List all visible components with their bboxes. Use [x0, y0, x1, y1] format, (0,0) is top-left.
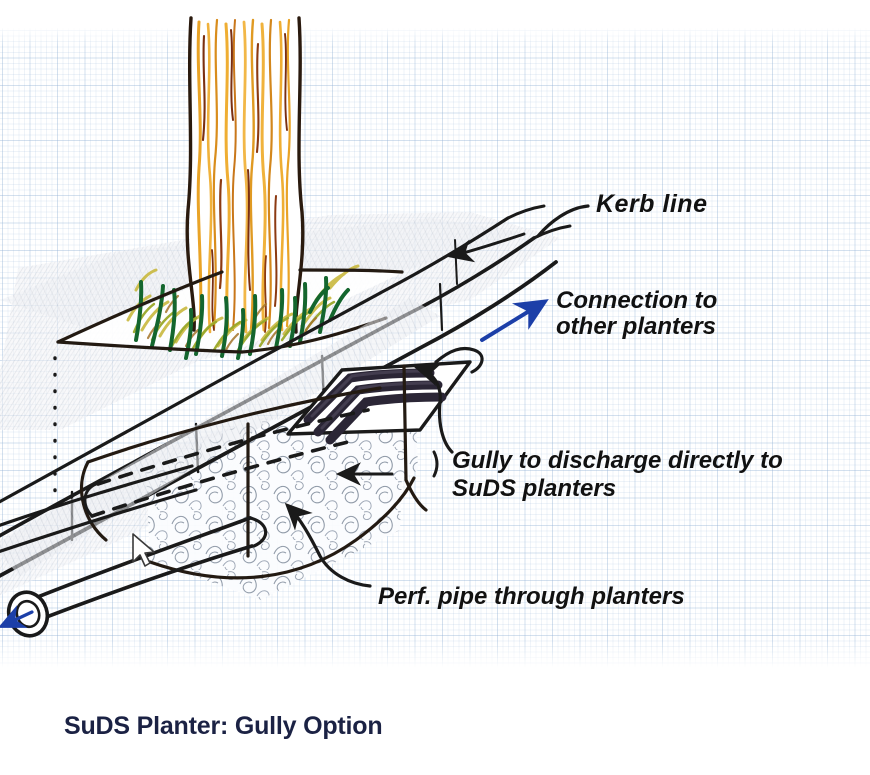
sketch-image: Kerb line Connection to other planters G…: [0, 0, 870, 686]
annotation-labels: Kerb line Connection to other planters G…: [378, 190, 783, 610]
label-perf-pipe: Perf. pipe through planters: [378, 583, 685, 610]
annotation-leaders: [284, 204, 590, 588]
planter-outline: [79, 364, 428, 580]
outlet-pipe: [0, 516, 268, 638]
tree-trunk: [185, 16, 305, 334]
label-kerb-line: Kerb line: [596, 190, 707, 218]
page-title: SuDS Planter: Gully Option: [64, 712, 383, 740]
perforated-pipe: [90, 408, 370, 518]
graph-paper-background: [0, 28, 870, 686]
label-gully-line2: SuDS planters: [452, 475, 616, 502]
label-connection-line2: other planters: [556, 313, 716, 340]
suds-planter-sketch: Kerb line Connection to other planters G…: [0, 16, 783, 638]
planting-bed: [126, 264, 360, 360]
label-gully-line1: Gully to discharge directly to: [452, 447, 783, 474]
label-connection-line1: Connection to: [556, 287, 717, 314]
pipe-secondary: [0, 464, 198, 554]
caption-bar: SuDS Planter: Gully Option: [0, 686, 870, 775]
mouse-cursor: [132, 533, 155, 567]
